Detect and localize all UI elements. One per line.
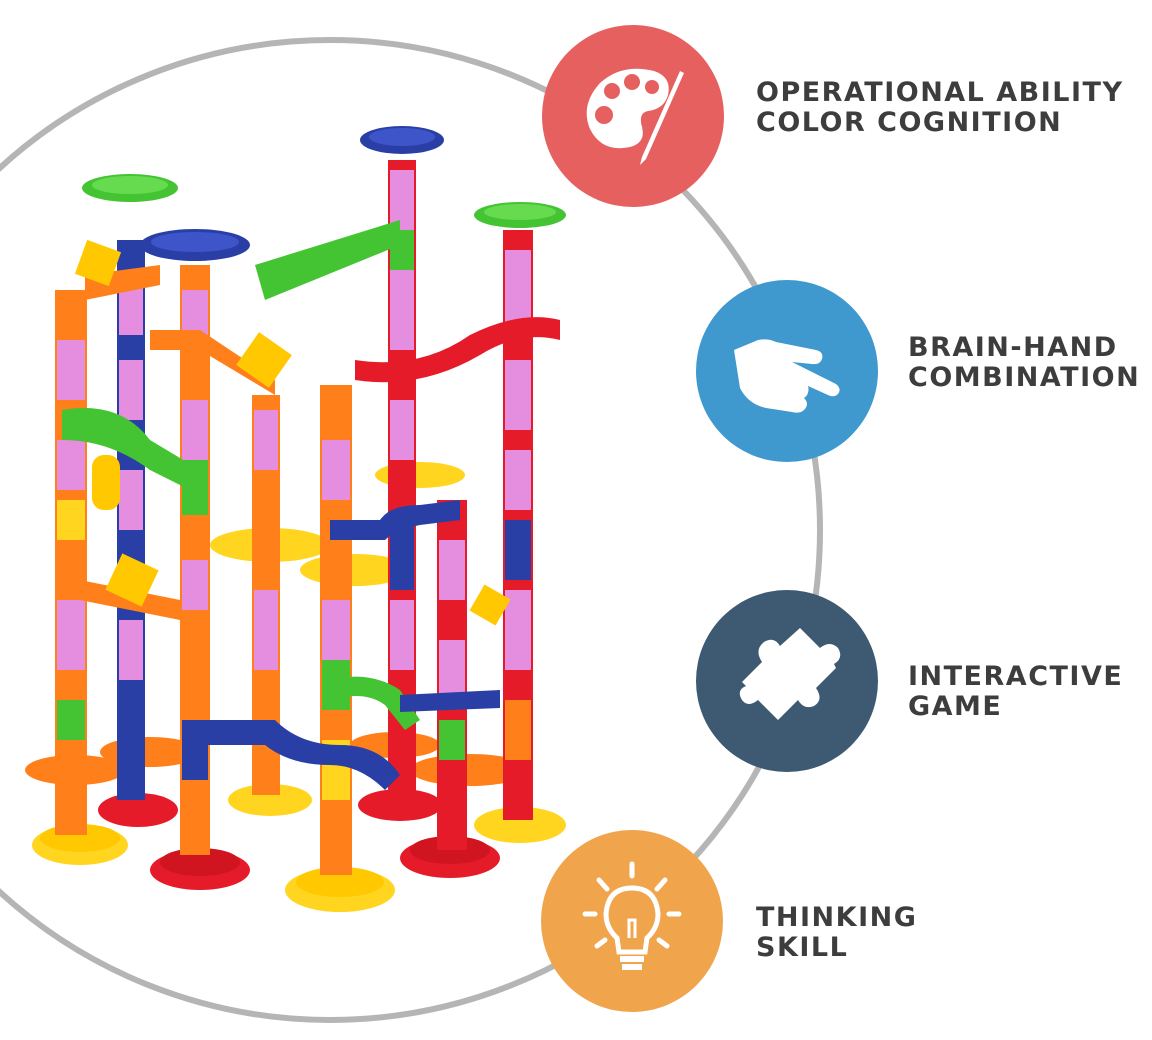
feature-circle-brain-hand xyxy=(696,280,878,462)
puzzle-piece-icon xyxy=(739,628,841,720)
feature-label-thinking: THINKING SKILL xyxy=(756,903,917,963)
feature-line-2: COMBINATION xyxy=(908,362,1141,393)
pointing-hand-icon xyxy=(734,339,840,413)
marble-run-toy xyxy=(25,126,566,912)
feature-circle-thinking xyxy=(541,830,723,1012)
light-bulb-icon xyxy=(582,861,682,970)
decorative-arc xyxy=(0,37,823,1023)
feature-line-1: THINKING xyxy=(756,902,918,933)
feature-circle-operational xyxy=(542,25,724,207)
feature-label-brain-hand: BRAIN-HAND COMBINATION xyxy=(908,333,1140,393)
palette-icon xyxy=(586,68,684,165)
feature-line-1: OPERATIONAL ABILITY xyxy=(756,77,1124,108)
feature-line-2: SKILL xyxy=(756,932,849,963)
feature-label-operational: OPERATIONAL ABILITY COLOR COGNITION xyxy=(756,78,1124,138)
feature-line-2: GAME xyxy=(908,691,1003,722)
feature-circle-interactive xyxy=(696,590,878,772)
feature-line-1: INTERACTIVE xyxy=(908,661,1124,692)
feature-line-1: BRAIN-HAND xyxy=(908,332,1118,363)
feature-line-2: COLOR COGNITION xyxy=(756,107,1063,138)
feature-label-interactive: INTERACTIVE GAME xyxy=(908,662,1123,722)
